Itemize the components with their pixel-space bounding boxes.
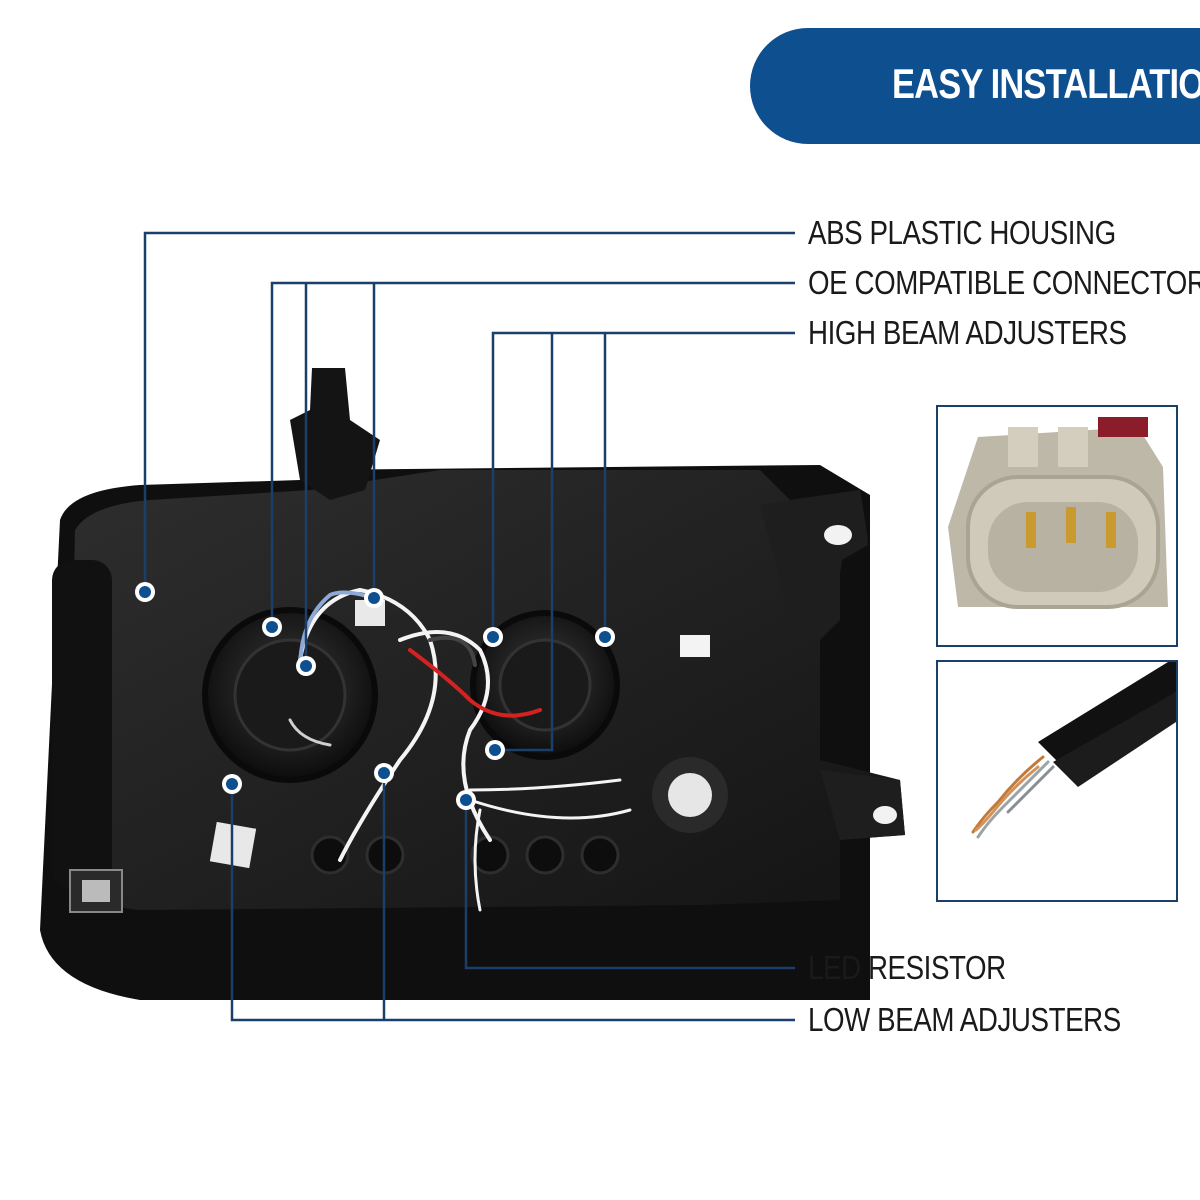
callout-dot-low-2 <box>374 763 394 783</box>
callout-dot-oe-1 <box>262 617 282 637</box>
callout-dot-high-1 <box>483 627 503 647</box>
wire-strands-photo <box>936 660 1178 902</box>
label-abs-plastic-housing: ABS PLASTIC HOUSING <box>808 214 1116 251</box>
connector-plug-photo <box>936 405 1178 647</box>
callout-dot-abs <box>135 582 155 602</box>
callout-dot-low-1 <box>222 774 242 794</box>
title-banner <box>750 28 1200 144</box>
callout-dot-high-3 <box>595 627 615 647</box>
label-low-beam-adjusters: LOW BEAM ADJUSTERS <box>808 1001 1121 1038</box>
label-oe-compatible-connectors: OE COMPATIBLE CONNECTORS <box>808 264 1200 301</box>
label-led-resistor: LED RESISTOR <box>808 949 1006 986</box>
leader-lines <box>143 231 795 1022</box>
callout-dot-oe-3 <box>364 588 384 608</box>
callout-dot-high-2 <box>485 740 505 760</box>
callout-dots <box>135 582 615 810</box>
callout-dot-oe-2 <box>296 656 316 676</box>
label-high-beam-adjusters: HIGH BEAM ADJUSTERS <box>808 314 1127 351</box>
callout-dot-led <box>456 790 476 810</box>
